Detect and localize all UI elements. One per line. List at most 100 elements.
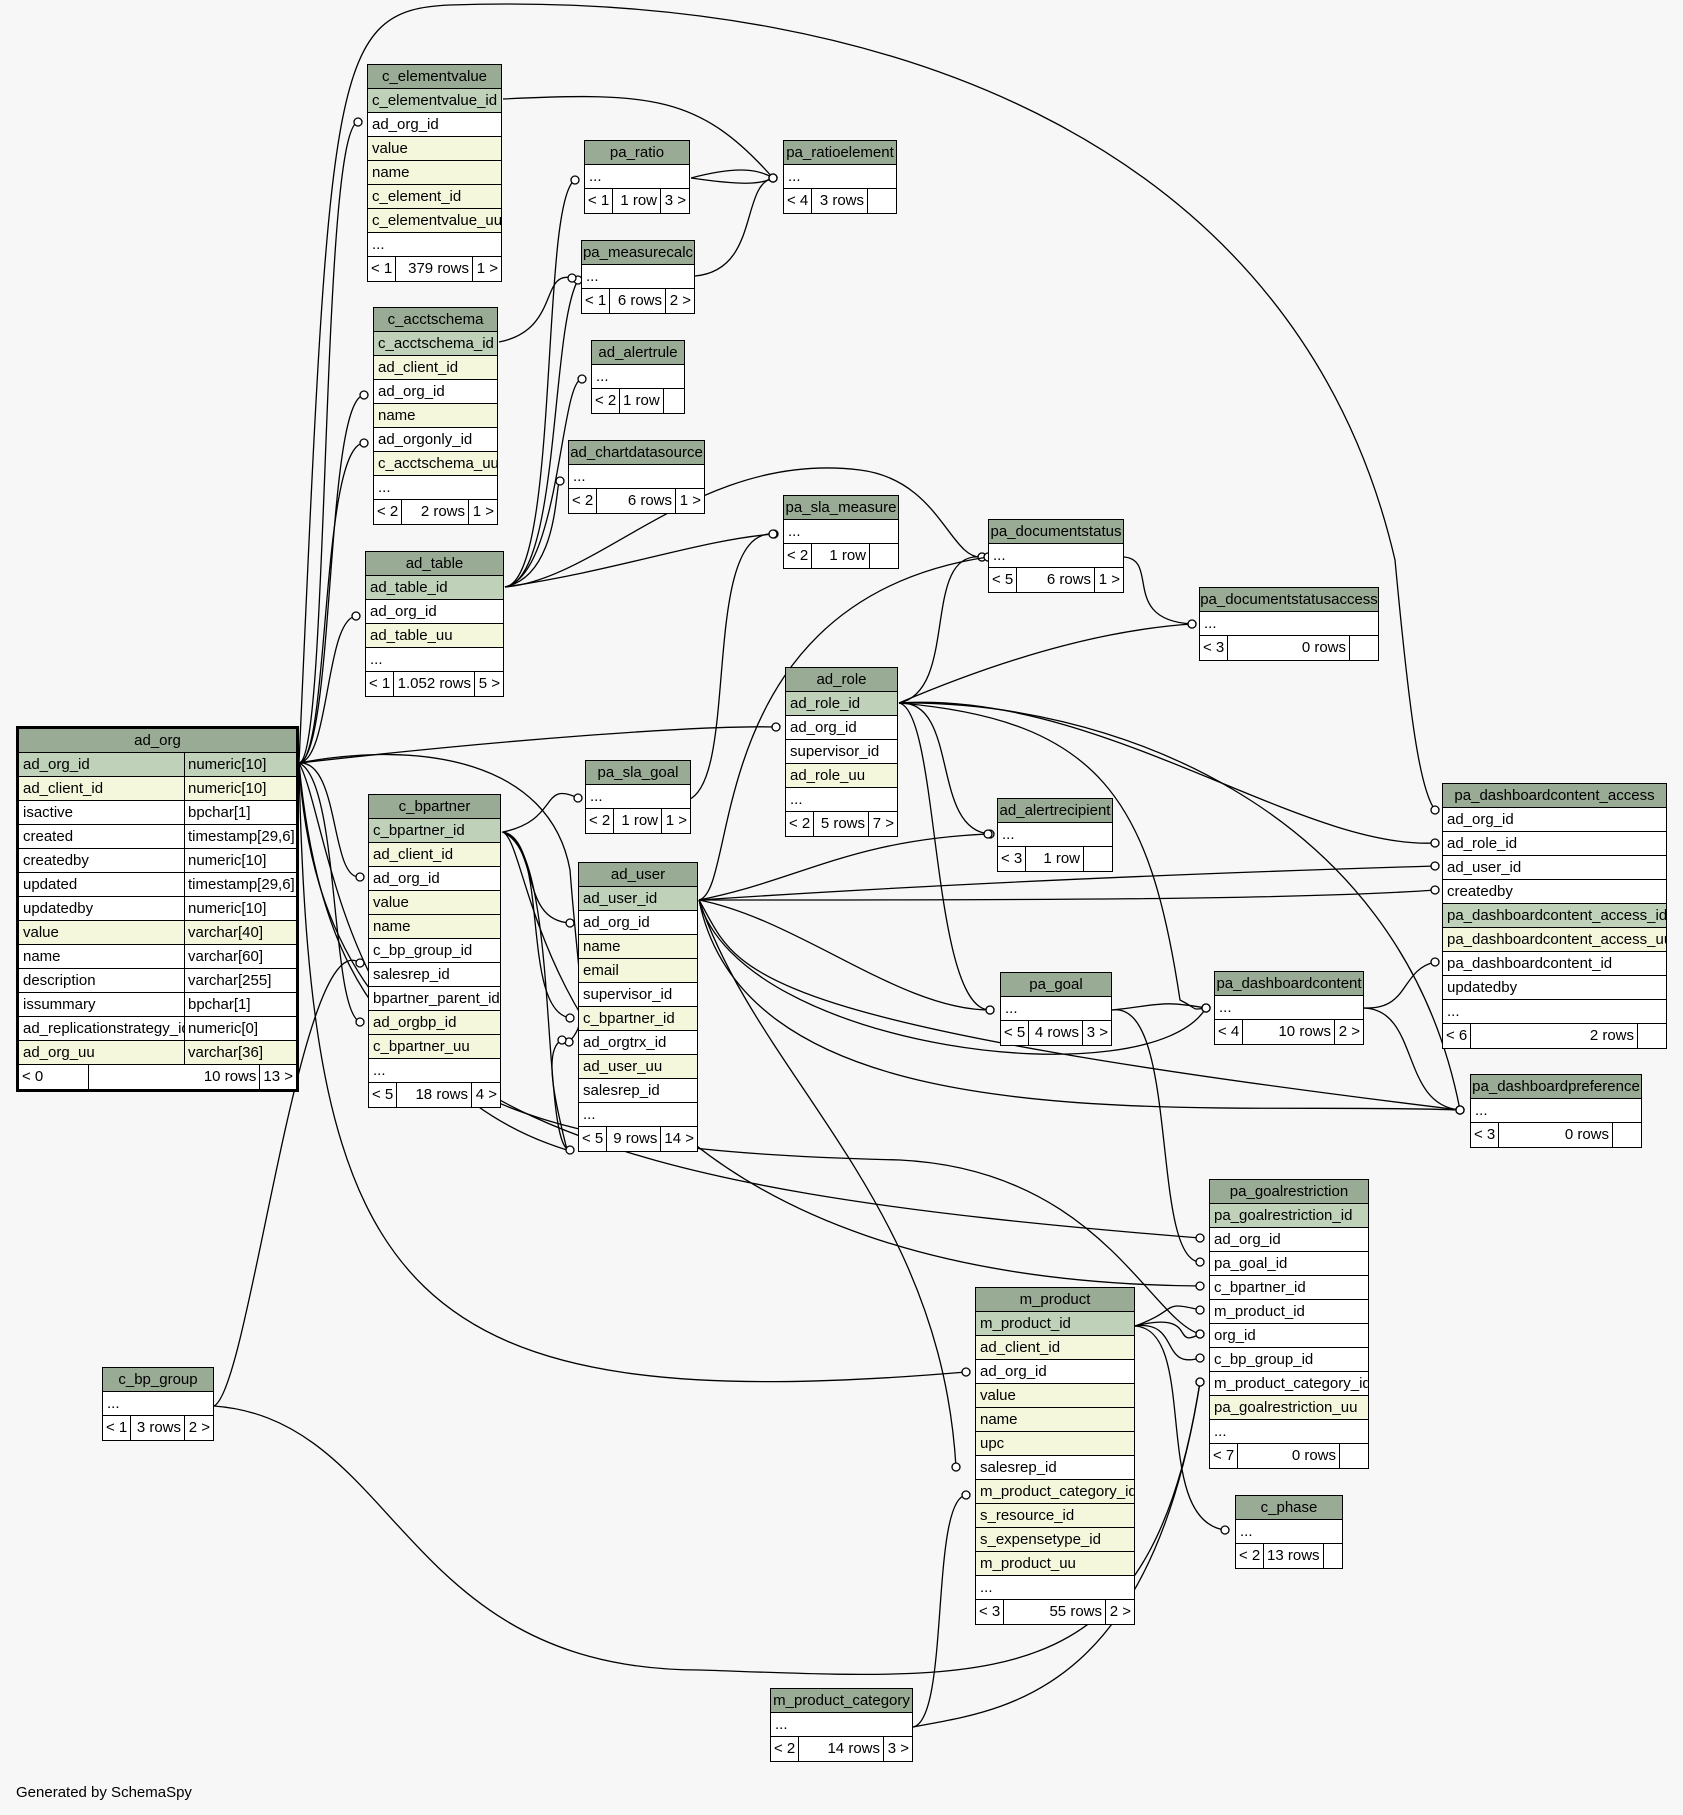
column-row[interactable]: ... <box>582 265 694 289</box>
column-row[interactable]: m_product_id <box>976 1312 1134 1336</box>
column-row[interactable]: c_element_id <box>368 185 501 209</box>
children-count[interactable]: 14 > <box>664 1130 694 1147</box>
column-row[interactable]: value <box>368 137 501 161</box>
column-row[interactable]: ad_role_id <box>1443 832 1666 856</box>
column-row[interactable]: c_acctschema_id <box>374 332 497 356</box>
table-header[interactable]: ad_org <box>19 729 296 753</box>
table-header[interactable]: pa_ratio <box>585 141 689 165</box>
parents-count[interactable]: < 2 <box>786 812 815 836</box>
table-header[interactable]: pa_goal <box>1001 973 1111 997</box>
table-header[interactable]: c_bp_group <box>103 1368 213 1392</box>
column-row[interactable]: ad_client_id <box>369 843 500 867</box>
column-row[interactable]: ... <box>784 520 898 544</box>
column-row[interactable]: salesrep_id <box>976 1456 1134 1480</box>
children-count[interactable] <box>870 544 898 568</box>
column-row[interactable]: c_elementvalue_id <box>368 89 501 113</box>
children-count[interactable]: 1 > <box>476 260 498 277</box>
column-row[interactable]: ad_user_id <box>1443 856 1666 880</box>
column-row[interactable]: ... <box>786 788 897 812</box>
column-row[interactable]: ... <box>1001 997 1111 1021</box>
children-count[interactable]: 1 > <box>679 492 701 509</box>
parents-count[interactable]: < 7 <box>1210 1444 1239 1468</box>
column-row[interactable]: c_bpartner_id <box>579 1007 697 1031</box>
column-row[interactable]: ad_org_id <box>366 600 503 624</box>
table-header[interactable]: c_acctschema <box>374 308 497 332</box>
column-row[interactable]: ad_org_id <box>374 380 497 404</box>
table-header[interactable]: pa_dashboardcontent_access <box>1443 784 1666 808</box>
column-row[interactable]: ad_client_id <box>374 356 497 380</box>
parents-count[interactable]: < 5 <box>369 1083 398 1107</box>
column-row[interactable]: s_expensetype_id <box>976 1528 1134 1552</box>
table-header[interactable]: ad_alertrule <box>592 341 684 365</box>
column-row[interactable]: ... <box>1210 1420 1368 1444</box>
parents-count[interactable]: < 2 <box>592 389 620 413</box>
children-count[interactable] <box>1340 1444 1368 1468</box>
column-row[interactable]: ad_org_id <box>976 1360 1134 1384</box>
column-row[interactable]: name <box>368 161 501 185</box>
column-row[interactable]: ... <box>368 233 501 257</box>
parents-count[interactable]: < 2 <box>374 500 403 524</box>
column-row[interactable]: ... <box>998 823 1112 847</box>
parents-count[interactable]: < 3 <box>1471 1123 1500 1147</box>
children-count[interactable]: 3 > <box>1086 1024 1108 1041</box>
parents-count[interactable]: < 1 <box>582 289 611 313</box>
table-header[interactable]: pa_sla_measure <box>784 496 898 520</box>
column-row[interactable]: ... <box>103 1392 213 1416</box>
column-row[interactable]: supervisor_id <box>786 740 897 764</box>
column-row[interactable]: ... <box>1215 996 1363 1020</box>
children-count[interactable]: 3 > <box>887 1740 909 1757</box>
parents-count[interactable]: < 2 <box>1236 1544 1264 1568</box>
column-row[interactable]: ... <box>976 1576 1134 1600</box>
children-count[interactable] <box>868 189 896 213</box>
table-header[interactable]: ad_role <box>786 668 897 692</box>
table-header[interactable]: m_product <box>976 1288 1134 1312</box>
column-row[interactable]: ad_role_uu <box>786 764 897 788</box>
parents-count[interactable]: < 5 <box>1001 1021 1030 1045</box>
column-row[interactable]: c_bpartner_id <box>369 819 500 843</box>
column-row[interactable]: ad_user_uu <box>579 1055 697 1079</box>
children-count[interactable] <box>1084 847 1112 871</box>
children-count[interactable] <box>1350 636 1378 660</box>
column-row[interactable]: ad_org_id <box>368 113 501 137</box>
parents-count[interactable]: < 4 <box>784 189 813 213</box>
column-row[interactable]: ad_org_id <box>579 911 697 935</box>
column-row[interactable]: value <box>976 1384 1134 1408</box>
parents-count[interactable]: < 1 <box>366 672 395 696</box>
column-row[interactable]: m_product_uu <box>976 1552 1134 1576</box>
children-count[interactable]: 2 > <box>188 1419 210 1436</box>
column-row[interactable]: pa_goal_id <box>1210 1252 1368 1276</box>
column-row[interactable]: bpartner_parent_id <box>369 987 500 1011</box>
table-header[interactable]: pa_measurecalc <box>582 241 694 265</box>
column-row[interactable]: ... <box>989 544 1123 568</box>
table-header[interactable]: pa_dashboardpreference <box>1471 1075 1641 1099</box>
column-row[interactable]: c_elementvalue_uu <box>368 209 501 233</box>
children-count[interactable]: 13 > <box>263 1068 293 1085</box>
parents-count[interactable]: < 3 <box>998 847 1027 871</box>
parents-count[interactable]: < 4 <box>1215 1020 1244 1044</box>
column-row[interactable]: name <box>369 915 500 939</box>
column-row[interactable]: ... <box>579 1103 697 1127</box>
children-count[interactable]: 1 > <box>665 812 687 829</box>
